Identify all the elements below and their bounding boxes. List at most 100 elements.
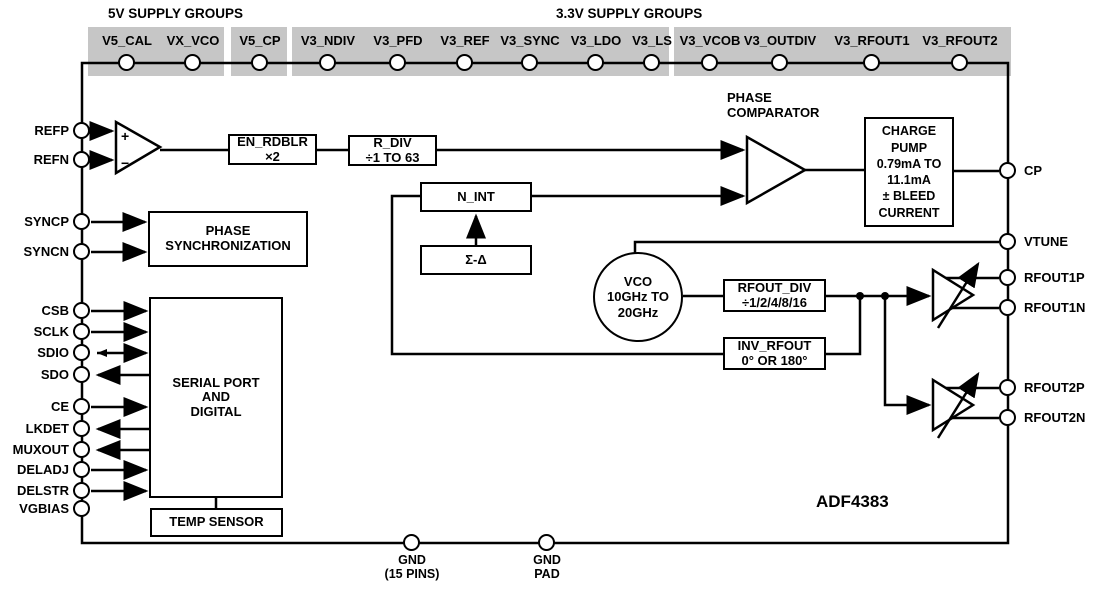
pin-rfout1n bbox=[999, 299, 1016, 316]
pin-v3-vcob bbox=[701, 54, 718, 71]
pin-v3-rfout1 bbox=[863, 54, 880, 71]
phase-sync-line2: SYNCHRONIZATION bbox=[165, 238, 291, 253]
pin-label-v3-sync: V3_SYNC bbox=[500, 33, 560, 48]
pin-label-lkdet: LKDET bbox=[25, 421, 69, 436]
charge-pump-line3: 0.79mA TO bbox=[876, 156, 942, 171]
wire-vtune-to-vco bbox=[633, 240, 999, 253]
pin-rfout2p bbox=[999, 379, 1016, 396]
pin-label-sdio: SDIO bbox=[37, 345, 69, 360]
pin-vx-vco bbox=[184, 54, 201, 71]
pin-label-v5-cal: V5_CAL bbox=[102, 33, 152, 48]
pin-v3-rfout2 bbox=[951, 54, 968, 71]
inv-rfout-block: INV_RFOUT 0° OR 180° bbox=[723, 337, 826, 370]
pin-syncn bbox=[73, 243, 90, 260]
inv-rfout-line1: INV_RFOUT bbox=[737, 337, 812, 353]
pin-label-gnd: GND (15 PINS) bbox=[352, 553, 472, 581]
rfout-div-block: RFOUT_DIV ÷1/2/4/8/16 bbox=[723, 279, 826, 312]
sdio-left-arrowhead bbox=[97, 349, 107, 357]
pin-refn bbox=[73, 151, 90, 168]
vco-line2: 10GHz TO bbox=[607, 289, 669, 305]
gnd-pad-label-line1: GND bbox=[533, 553, 561, 567]
pin-gnd-pad bbox=[538, 534, 555, 551]
vco-block: VCO 10GHz TO 20GHz bbox=[593, 252, 683, 342]
pin-label-delstr: DELSTR bbox=[17, 483, 69, 498]
chip-name-label: ADF4383 bbox=[816, 492, 889, 511]
serial-port-line3: DIGITAL bbox=[190, 403, 242, 419]
charge-pump-line1: CHARGE bbox=[881, 124, 937, 139]
pin-label-v3-rfout1: V3_RFOUT1 bbox=[834, 33, 910, 48]
pin-label-v3-ndiv: V3_NDIV bbox=[300, 33, 356, 48]
pin-label-rfout2n: RFOUT2N bbox=[1024, 410, 1086, 425]
pin-label-vgbias: VGBIAS bbox=[19, 501, 69, 516]
pin-sclk bbox=[73, 323, 90, 340]
pin-label-rfout1n: RFOUT1N bbox=[1024, 300, 1086, 315]
sigma-delta-label: Σ-Δ bbox=[465, 251, 487, 267]
inv-rfout-line2: 0° OR 180° bbox=[741, 352, 808, 368]
pin-label-refn: REFN bbox=[33, 152, 69, 167]
supply-group-box-5v-cal-vco bbox=[88, 27, 224, 76]
vco-line1: VCO bbox=[623, 273, 653, 289]
pin-label-v3-outdiv: V3_OUTDIV bbox=[743, 33, 817, 48]
serial-port-block: SERIAL PORT AND DIGITAL bbox=[149, 297, 283, 498]
pin-rfout2n bbox=[999, 409, 1016, 426]
pin-label-syncn: SYNCN bbox=[23, 244, 69, 259]
n-int-block: N_INT bbox=[420, 182, 532, 212]
pin-v3-ls bbox=[643, 54, 660, 71]
charge-pump-block: CHARGE PUMP 0.79mA TO 11.1mA ± BLEED CUR… bbox=[864, 117, 954, 227]
temp-sensor-block: TEMP SENSOR bbox=[150, 508, 283, 537]
reference-buffer-triangle bbox=[114, 119, 163, 176]
pin-label-rfout2p: RFOUT2P bbox=[1024, 380, 1085, 395]
pin-label-v3-ls: V3_LS bbox=[632, 33, 672, 48]
pin-label-muxout: MUXOUT bbox=[12, 442, 69, 457]
wire-branch-to-amp2 bbox=[883, 296, 932, 415]
pin-label-sclk: SCLK bbox=[33, 324, 69, 339]
junction-dot bbox=[856, 292, 864, 300]
pin-deladj bbox=[73, 461, 90, 478]
junction-dot bbox=[881, 292, 889, 300]
gnd-pad-label-line2: PAD bbox=[534, 567, 560, 581]
vco-line3: 20GHz bbox=[617, 304, 659, 320]
pin-label-syncp: SYNCP bbox=[24, 214, 69, 229]
rfout-div-line1: RFOUT_DIV bbox=[737, 279, 812, 295]
supply-group-box-3v3-core bbox=[292, 27, 669, 76]
pin-label-csb: CSB bbox=[41, 303, 69, 318]
pin-label-ce: CE bbox=[50, 399, 69, 414]
refbuf-minus-sign: − bbox=[121, 155, 129, 171]
pin-label-cp: CP bbox=[1024, 163, 1043, 178]
pin-muxout bbox=[73, 441, 90, 458]
pin-delstr bbox=[73, 482, 90, 499]
pin-v3-sync bbox=[521, 54, 538, 71]
pin-cp bbox=[999, 162, 1016, 179]
pin-v5-cal bbox=[118, 54, 135, 71]
r-div-line2: ÷1 TO 63 bbox=[365, 149, 420, 165]
pin-label-v3-ref: V3_REF bbox=[440, 33, 490, 48]
pin-v3-ndiv bbox=[319, 54, 336, 71]
pin-lkdet bbox=[73, 420, 90, 437]
pin-csb bbox=[73, 302, 90, 319]
pin-label-vx-vco: VX_VCO bbox=[166, 33, 220, 48]
pin-label-refp: REFP bbox=[34, 123, 69, 138]
pin-gnd bbox=[403, 534, 420, 551]
pin-sdo bbox=[73, 366, 90, 383]
heading-3v3-supply-groups: 3.3V SUPPLY GROUPS bbox=[556, 6, 703, 21]
charge-pump-line5: ± BLEED bbox=[882, 189, 936, 204]
r-div-block: R_DIV ÷1 TO 63 bbox=[348, 135, 437, 166]
refbuf-plus-sign: + bbox=[121, 128, 129, 144]
charge-pump-line6: CURRENT bbox=[878, 205, 940, 220]
output-amp1-triangle bbox=[931, 267, 976, 323]
n-int-label: N_INT bbox=[457, 188, 495, 204]
pin-v5-cp bbox=[251, 54, 268, 71]
r-div-line1: R_DIV bbox=[373, 134, 412, 150]
wire-feedback-to-nint bbox=[390, 194, 723, 356]
en-rdblr-line1: EN_RDBLR bbox=[237, 133, 308, 149]
pin-v3-ldo bbox=[587, 54, 604, 71]
pin-ce bbox=[73, 398, 90, 415]
pin-sdio bbox=[73, 344, 90, 361]
pin-rfout1p bbox=[999, 269, 1016, 286]
amp2-gain-arrow bbox=[936, 371, 980, 439]
sigma-delta-block: Σ-Δ bbox=[420, 245, 532, 275]
pin-label-rfout1p: RFOUT1P bbox=[1024, 270, 1085, 285]
wire-invrfout-junction bbox=[826, 296, 862, 356]
pin-v3-outdiv bbox=[771, 54, 788, 71]
